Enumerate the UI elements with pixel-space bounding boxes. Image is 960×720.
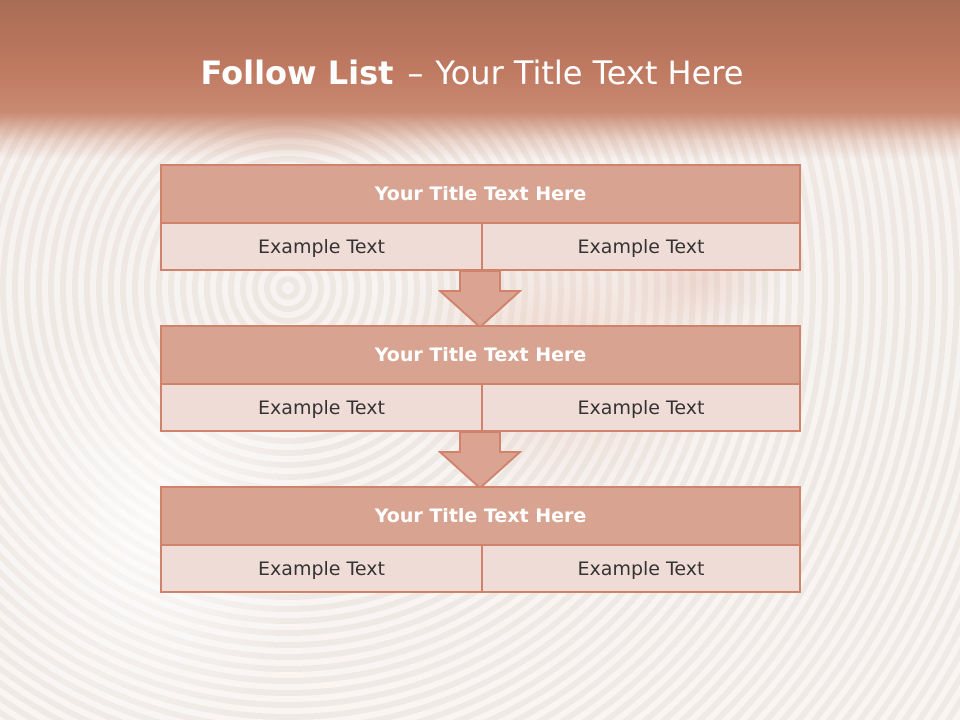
slide-title-rest: Your Title Text Here (435, 54, 744, 92)
step-block-left-text: Example Text (162, 224, 483, 269)
down-arrow-icon (438, 270, 522, 328)
step-block-1: Your Title Text Here Example Text Exampl… (160, 164, 801, 271)
step-block-title: Your Title Text Here (162, 166, 799, 224)
step-block-3: Your Title Text Here Example Text Exampl… (160, 486, 801, 593)
step-block-2: Your Title Text Here Example Text Exampl… (160, 325, 801, 432)
slide-title: Follow List–Your Title Text Here (0, 54, 944, 92)
step-block-right-text: Example Text (577, 396, 705, 419)
step-block-right-text: Example Text (577, 235, 705, 258)
down-arrow-icon (438, 431, 522, 489)
step-block-title: Your Title Text Here (162, 488, 799, 546)
slide-title-bold: Follow List (200, 54, 394, 92)
step-block-left-text: Example Text (162, 546, 483, 591)
step-block-title: Your Title Text Here (162, 327, 799, 385)
slide-title-separator: – (407, 54, 424, 92)
title-bar (0, 0, 960, 160)
step-block-left-text: Example Text (162, 385, 483, 430)
step-block-right-text: Example Text (577, 557, 705, 580)
